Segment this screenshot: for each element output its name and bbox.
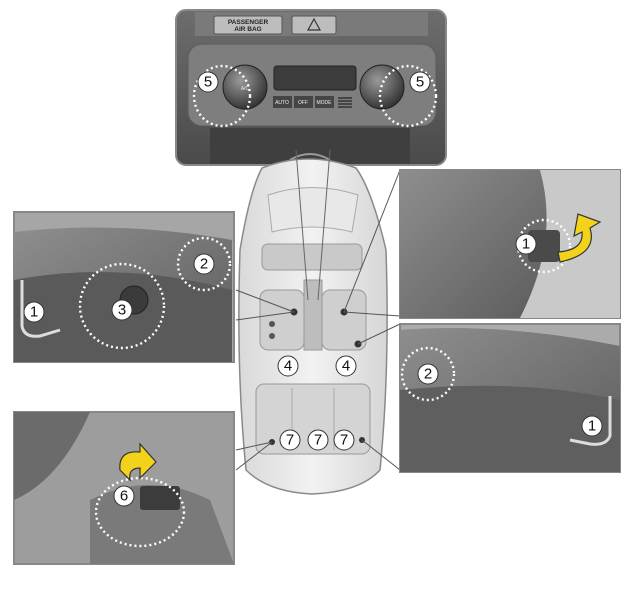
passenger-air-bag-indicator: PASSENGER AIR BAG (213, 15, 283, 35)
svg-text:5: 5 (204, 74, 212, 91)
air-bag-line-1: PASSENGER (228, 19, 269, 26)
callout-1-right-bottom: 1 (581, 415, 603, 437)
center-console (303, 279, 323, 351)
off-button-label: OFF (298, 100, 308, 106)
callout-4-left: 4 (277, 355, 299, 377)
callout-7-c: 7 (333, 429, 355, 451)
hazard-icon (306, 17, 322, 31)
callout-1-left: 1 (23, 301, 45, 323)
svg-text:2: 2 (200, 256, 208, 273)
air-bag-line-2: AIR BAG (234, 26, 261, 33)
off-button (294, 96, 313, 108)
callout-2-left: 2 (193, 253, 215, 275)
left-seat-highlight-3 (78, 262, 166, 350)
svg-text:2: 2 (424, 366, 432, 383)
auto-button (273, 96, 292, 108)
callout-2-right: 2 (417, 363, 439, 385)
curved-arrow-icon (119, 442, 157, 482)
callout-5-right: 5 (409, 71, 431, 93)
right-top-seat-panel (399, 169, 621, 319)
callout-3-left: 3 (111, 299, 133, 321)
callout-4-right: 4 (335, 355, 357, 377)
svg-text:4: 4 (284, 358, 292, 375)
svg-text:1: 1 (588, 418, 596, 435)
left-switch-highlight (192, 64, 252, 128)
driver-seat (259, 289, 305, 351)
right-bottom-highlight (400, 346, 456, 402)
callout-7-b: 7 (307, 429, 329, 451)
rear-switch-highlight (94, 476, 186, 548)
callout-6: 6 (113, 485, 135, 507)
svg-text:3: 3 (118, 302, 126, 319)
climate-control-panel: PASSENGER AIR BAG A/C AUTO OFF MODE (175, 9, 447, 166)
left-seat-panel (13, 211, 235, 363)
callout-1-right-top: 1 (515, 233, 537, 255)
mode-button (315, 96, 334, 108)
left-temperature-knob (222, 64, 268, 110)
svg-text:1: 1 (522, 236, 530, 253)
svg-text:1: 1 (30, 304, 38, 321)
auto-button-label: AUTO (275, 100, 289, 106)
svg-text:7: 7 (314, 432, 322, 449)
hazard-button (291, 15, 337, 35)
svg-text:7: 7 (286, 432, 294, 449)
svg-text:7: 7 (340, 432, 348, 449)
svg-text:4: 4 (342, 358, 350, 375)
callout-leader-lines (235, 169, 401, 471)
knob-ac-text: A/C (241, 86, 250, 92)
rotate-arrow-icon (557, 213, 602, 263)
left-seat-highlight-2 (176, 236, 232, 292)
climate-display (273, 65, 357, 91)
svg-text:5: 5 (416, 74, 424, 91)
right-switch-highlight (378, 64, 438, 128)
callout-markers: 5 5 2 3 1 1 2 1 4 4 7 7 7 6 (23, 71, 603, 507)
vent-grille (338, 97, 352, 108)
mode-button-label: MODE (317, 100, 333, 106)
callout-5-left: 5 (197, 71, 219, 93)
callout-7-a: 7 (279, 429, 301, 451)
right-bottom-seat-panel (399, 323, 621, 473)
svg-text:6: 6 (120, 488, 128, 505)
